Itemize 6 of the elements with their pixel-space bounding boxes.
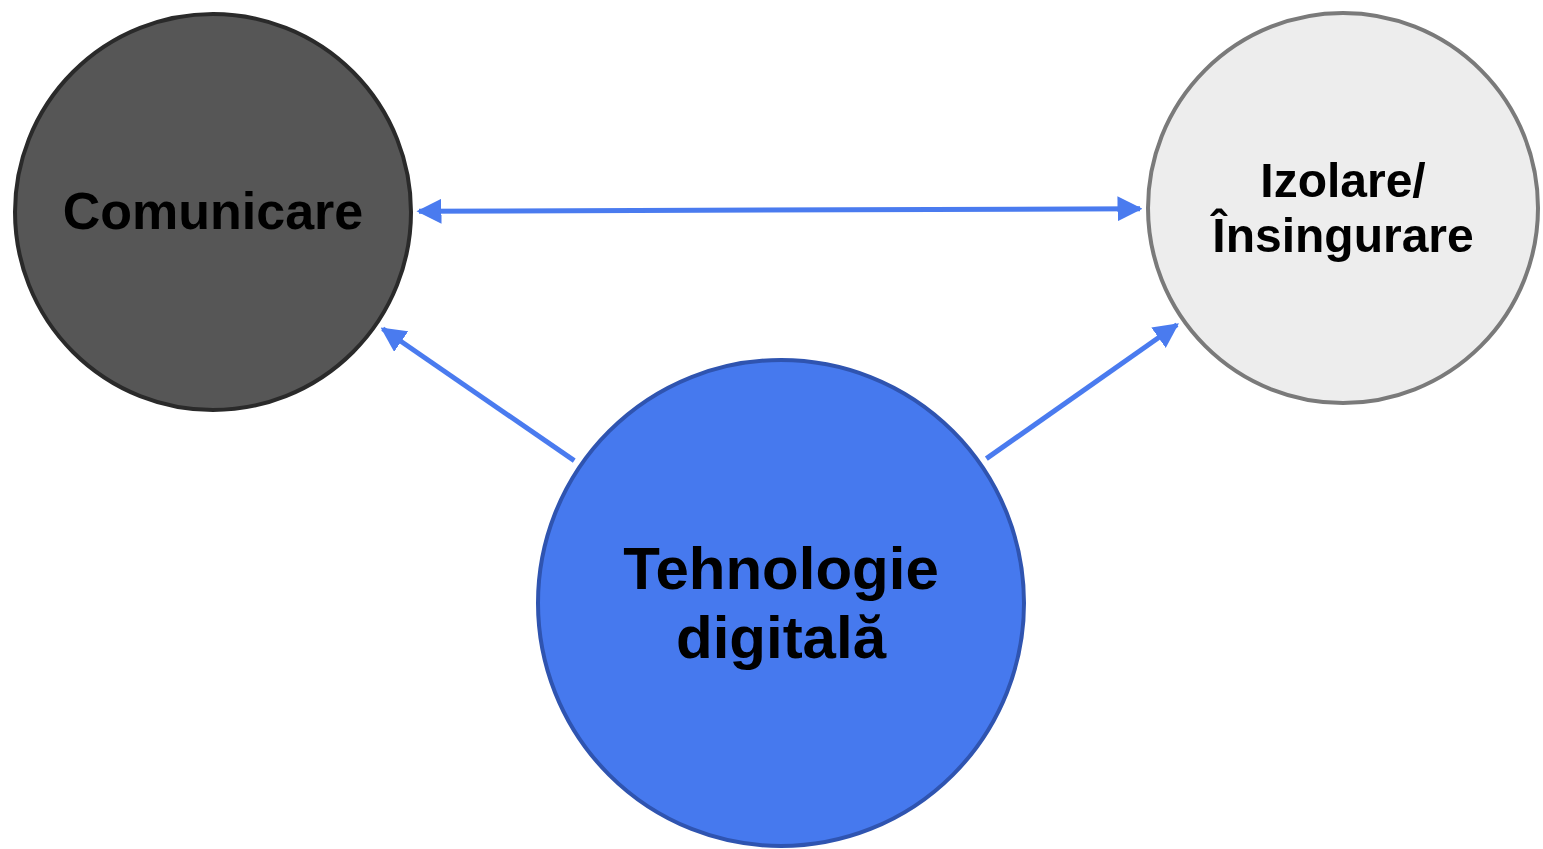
node-label: Izolare/ Însingurare [1209,152,1475,264]
arrow [984,322,1179,461]
arrow [380,326,576,463]
node-label: Comunicare [62,182,364,242]
node-label: Tehnologie digitală [622,534,940,672]
arrow [416,196,1143,224]
